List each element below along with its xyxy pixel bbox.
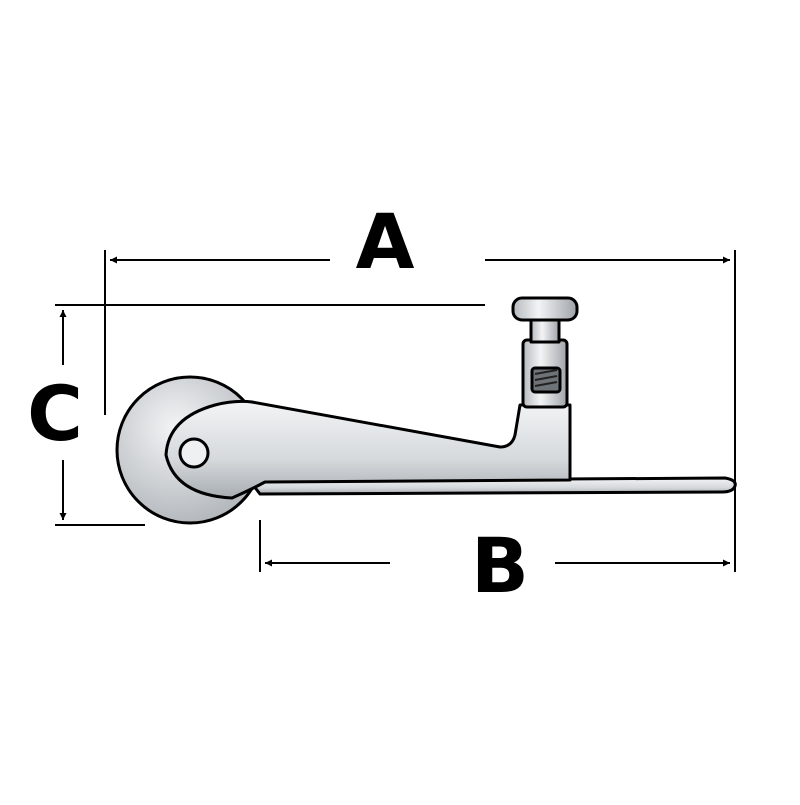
dimension-b	[259, 490, 736, 572]
pivot-pin	[178, 437, 210, 469]
label-b: B	[471, 521, 529, 610]
lever-arm	[164, 399, 572, 500]
label-c: C	[27, 369, 83, 458]
bracket-part	[115, 296, 737, 525]
thumb-screw-knob	[511, 296, 579, 322]
screw-neck	[529, 316, 561, 344]
thread-lines	[534, 369, 558, 387]
label-a: A	[356, 197, 415, 286]
dimension-a	[104, 250, 736, 490]
dimension-c	[55, 304, 485, 526]
